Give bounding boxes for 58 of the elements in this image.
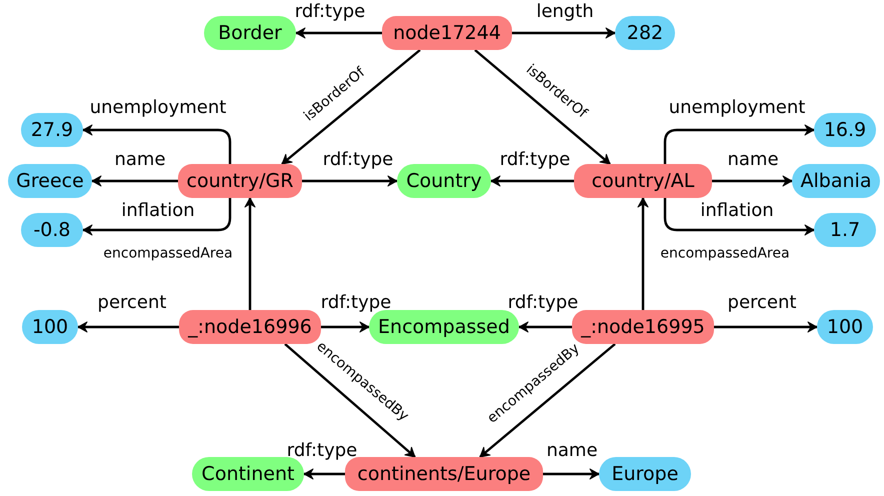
arrow <box>664 198 814 236</box>
class-node: Continent <box>192 457 304 491</box>
arrow <box>512 28 616 38</box>
literal-node: 1.7 <box>814 213 876 247</box>
literal-node: 27.9 <box>21 113 83 147</box>
resource-node: country/GR <box>178 164 302 198</box>
edge-label: name <box>545 441 599 461</box>
edge-label: length <box>535 2 595 22</box>
arrow <box>543 468 600 480</box>
edge-label: percent <box>726 293 798 313</box>
edge-label: name <box>726 150 780 170</box>
edge-label: rdf:type <box>322 150 394 170</box>
arrow <box>664 124 814 164</box>
arrow <box>712 176 792 186</box>
edge-label: name <box>113 150 167 170</box>
literal-node: Europe <box>599 457 691 491</box>
literal-node: 282 <box>615 16 675 50</box>
class-node: Border <box>204 16 296 50</box>
edge-label: rdf:type <box>506 293 580 313</box>
arrow <box>490 176 574 186</box>
edge-label: rdf:type <box>498 150 572 170</box>
literal-node: -0.8 <box>21 213 83 247</box>
arrow <box>78 322 179 332</box>
arrow <box>714 322 818 332</box>
arrow <box>82 124 232 164</box>
arrow <box>474 49 611 165</box>
arrow <box>302 176 398 186</box>
literal-node: 16.9 <box>814 113 876 147</box>
arrow <box>284 343 416 458</box>
literal-node: Greece <box>8 164 92 198</box>
edge-label: unemployment <box>668 98 806 118</box>
edge-label: inflation <box>120 201 196 221</box>
arrow <box>518 322 572 332</box>
arrow <box>281 49 421 165</box>
edge-label: inflation <box>699 201 775 221</box>
edge-label: percent <box>96 293 168 313</box>
literal-node: 100 <box>22 310 78 344</box>
resource-node: _:node16996 <box>179 310 321 344</box>
resource-node: _:node16995 <box>572 310 714 344</box>
edge-label: encompassedArea <box>102 246 234 262</box>
resource-node: country/AL <box>574 164 712 198</box>
resource-node: continents/Europe <box>345 457 543 491</box>
arrow <box>479 343 616 458</box>
arrow <box>321 322 370 332</box>
arrow <box>92 176 178 186</box>
class-node: Country <box>397 164 491 198</box>
literal-node: Albania <box>792 164 880 198</box>
arrow <box>304 468 345 480</box>
edge-label: rdf:type <box>294 2 366 22</box>
arrow <box>296 28 382 38</box>
literal-node: 100 <box>817 310 873 344</box>
arrow <box>244 198 256 310</box>
edge-label: rdf:type <box>320 293 392 313</box>
edge-label: unemployment <box>88 98 228 118</box>
resource-node: node17244 <box>382 16 512 50</box>
edge-label: encompassedArea <box>659 246 791 262</box>
arrow <box>82 198 232 236</box>
arrow <box>638 198 648 310</box>
